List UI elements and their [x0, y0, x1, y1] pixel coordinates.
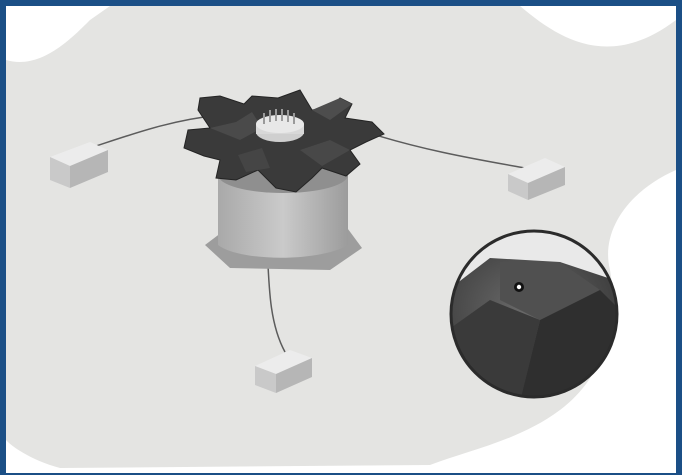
illustration — [0, 0, 682, 475]
